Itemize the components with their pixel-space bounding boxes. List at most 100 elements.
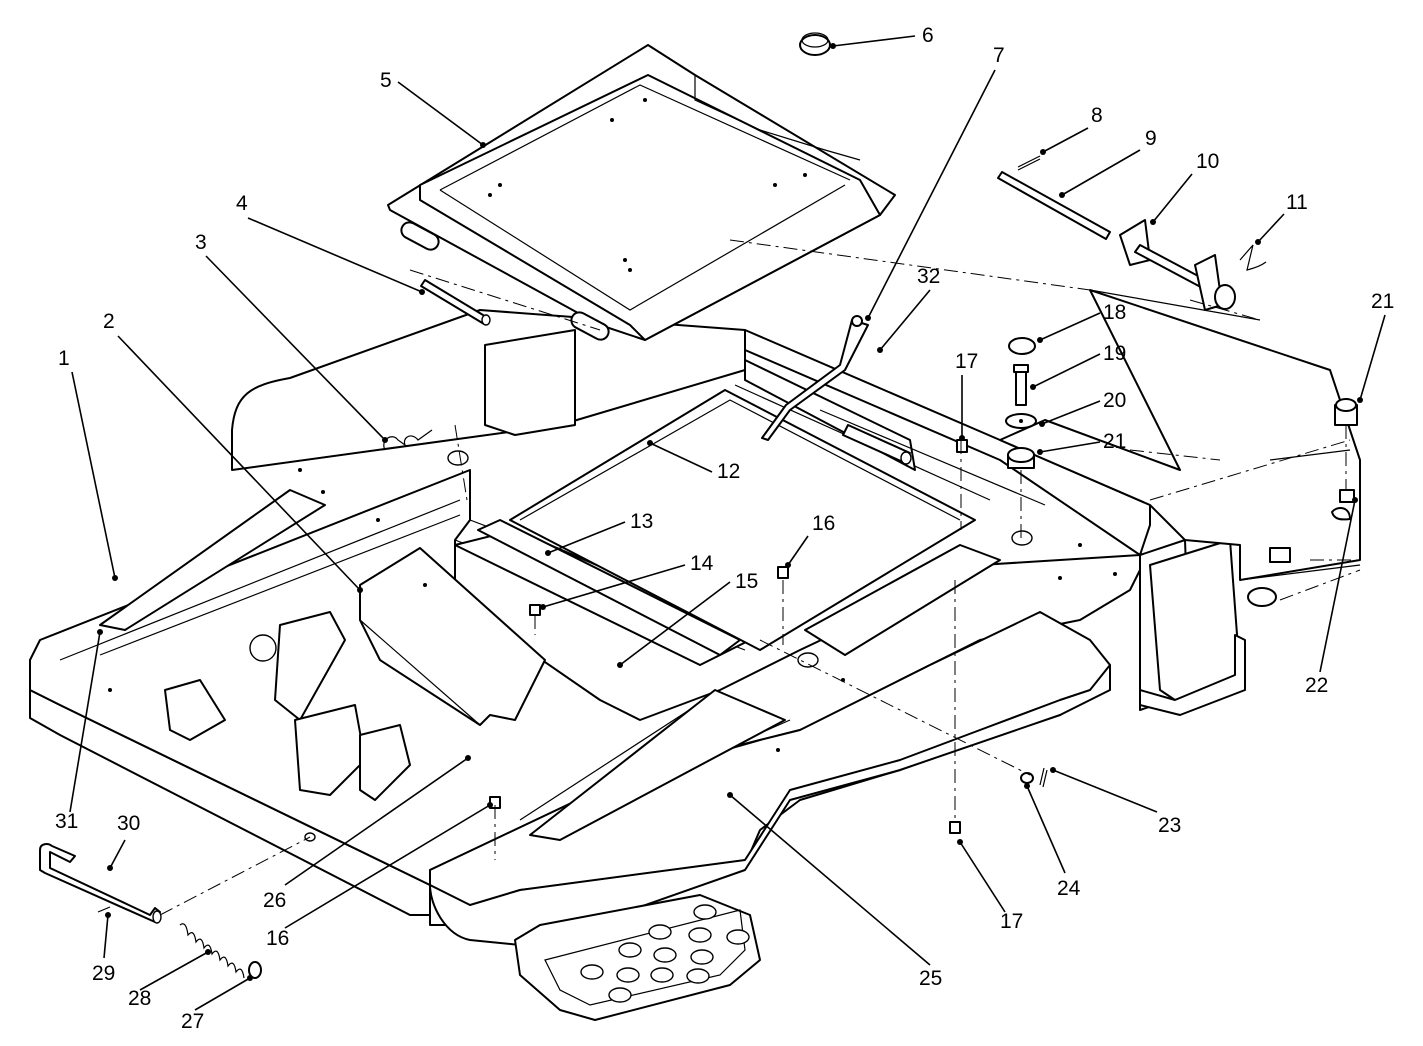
callout-15: 15 [735, 570, 758, 593]
insert-17-bottom [949, 821, 961, 834]
leader-dot-25 [727, 792, 733, 798]
leader-line-6 [832, 35, 916, 47]
callout-5: 5 [380, 69, 392, 92]
leader-line-11 [1257, 213, 1285, 243]
cap-plug [799, 32, 831, 56]
leader-dot-16a [785, 562, 791, 568]
leader-line-28 [139, 951, 209, 991]
callout-14: 14 [690, 552, 714, 575]
callout-3: 3 [195, 231, 207, 254]
callout-6: 6 [922, 24, 934, 47]
leader-dot-27 [247, 975, 253, 981]
leader-line-20 [1041, 400, 1101, 425]
callout-32: 32 [917, 265, 940, 288]
leader-dot-10 [1150, 219, 1156, 225]
leader-line-24 [1026, 785, 1066, 874]
callout-21-mid: 21 [1103, 430, 1126, 453]
callout-26: 26 [263, 889, 286, 912]
seat-rod [761, 315, 869, 441]
leader-dot-12 [647, 440, 653, 446]
hinge-pin [420, 279, 491, 326]
callout-9: 9 [1145, 127, 1157, 150]
leader-line-29 [103, 914, 109, 959]
leader-dot-24 [1024, 783, 1030, 789]
leader-dot-20 [1039, 421, 1045, 427]
spring-28 [179, 923, 245, 979]
chassis-frame [29, 289, 1361, 1021]
leader-line-17b [959, 841, 1006, 913]
shifter-cover [359, 547, 546, 726]
callout-22: 22 [1305, 674, 1328, 697]
leader-dot-17b [957, 839, 963, 845]
leader-line-13 [547, 521, 626, 554]
leader-dot-19 [1030, 384, 1036, 390]
leader-dot-4 [419, 289, 425, 295]
leader-line-16b [284, 804, 491, 929]
callout-20: 20 [1103, 389, 1126, 412]
callout-28: 28 [128, 987, 151, 1010]
callout-29: 29 [92, 962, 115, 985]
inner-bracket-d [164, 679, 226, 741]
leader-dot-5 [480, 142, 486, 148]
leader-line-26 [284, 757, 469, 886]
leader-dot-16b [487, 802, 493, 808]
seat-pan [387, 44, 896, 341]
leader-dot-21b [1037, 449, 1043, 455]
leader-line-31 [69, 631, 101, 813]
screw-14 [529, 604, 541, 616]
callout-23: 23 [1158, 814, 1181, 837]
washer-27 [248, 961, 262, 979]
leader-line-21a [1359, 314, 1386, 401]
leader-line-9 [1061, 149, 1141, 196]
leader-dot-6 [830, 43, 836, 49]
leader-dot-8 [1040, 149, 1046, 155]
leader-line-32 [879, 289, 931, 351]
leader-line-19 [1032, 353, 1101, 388]
callout-30: 30 [117, 812, 140, 835]
leader-lines [69, 35, 1386, 1011]
leader-line-22 [1319, 499, 1356, 673]
latch-bracket [1119, 219, 1236, 311]
insert-17-top [956, 439, 968, 453]
leader-dot-31 [97, 629, 103, 635]
leader-line-15 [619, 581, 731, 666]
leader-line-1 [71, 371, 116, 579]
callout-21-right: 21 [1371, 290, 1394, 313]
leader-line-23 [1052, 769, 1158, 813]
callout-8: 8 [1091, 104, 1103, 127]
seat-slide-recess [509, 389, 976, 651]
hardware-stack [489, 337, 1358, 834]
insert-16-top [777, 566, 789, 579]
callout-18: 18 [1103, 301, 1126, 324]
leader-dot-21a [1357, 397, 1363, 403]
callout-11: 11 [1286, 191, 1308, 214]
leader-dot-28 [205, 949, 211, 955]
leader-dot-14 [540, 604, 546, 610]
step-plate-dimples [580, 904, 750, 1003]
step-plate [514, 894, 761, 1021]
pin-29 [97, 906, 111, 913]
callout-1: 1 [58, 347, 70, 370]
front-deck-stripe [529, 689, 786, 841]
right-side-channel [1139, 634, 1246, 716]
leader-dot-3 [382, 437, 388, 443]
leader-dot-9 [1059, 192, 1065, 198]
cotter-pin-top [1017, 155, 1041, 171]
leader-line-18 [1039, 312, 1101, 341]
leader-dot-15 [617, 662, 623, 668]
inner-bracket-c [359, 724, 411, 801]
leader-line-4 [247, 217, 423, 293]
chassis-front-skirt [429, 664, 1111, 946]
callout-17-bottom: 17 [1000, 910, 1023, 933]
leader-dot-7 [865, 315, 871, 321]
callout-27: 27 [181, 1010, 204, 1033]
leader-dot-13 [545, 550, 551, 556]
leader-line-25 [729, 794, 931, 966]
leader-line-21b [1039, 441, 1101, 453]
seat-mount-block [484, 329, 576, 436]
inner-bracket-a [274, 611, 346, 721]
leader-line-7 [867, 69, 996, 319]
callout-labels: 1 2 3 4 5 6 7 8 9 10 11 12 13 14 15 16 1… [55, 24, 1394, 1033]
leader-dot-32 [877, 347, 883, 353]
